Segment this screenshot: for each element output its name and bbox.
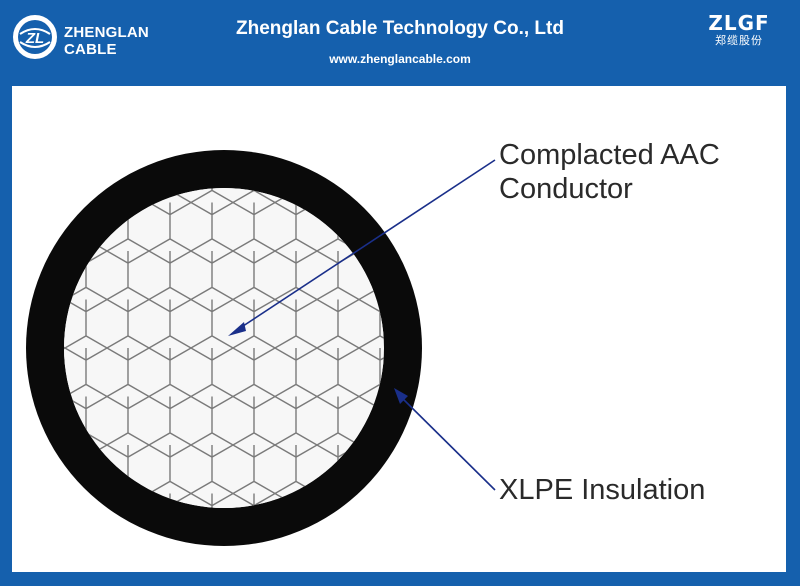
insulation-arrow-head (394, 388, 408, 404)
conductor-label-line1: Complacted AAC (499, 139, 720, 171)
website-url[interactable]: www.zhenglancable.com (329, 52, 471, 66)
brand-logo-text: ZLGF (708, 11, 770, 35)
logo-mark-letters: ZL (25, 30, 44, 47)
conductor-arrow-head (228, 322, 246, 336)
page-title: Zhenglan Cable Technology Co., Ltd (236, 18, 564, 39)
conductor-pointer-line (233, 159, 496, 333)
diagram-panel: Complacted AAC Conductor XLPE Insulation (12, 86, 786, 572)
conductor-label-line2: Conductor (499, 173, 633, 205)
conductor-strands (64, 188, 384, 508)
insulation-pointer-line (399, 395, 496, 491)
insulation-label: XLPE Insulation (499, 474, 706, 506)
logo-text-line1: ZHENGLAN (64, 24, 149, 41)
cable-cross-section-diagram (26, 150, 496, 546)
logo-text-line2: CABLE (64, 41, 117, 58)
brand-logo-cn: 郑缆股份 (715, 35, 763, 47)
brand-logo-right[interactable]: ZLGF 郑缆股份 (702, 12, 776, 62)
globe-logo-icon: ZL (13, 15, 57, 59)
logo-text: ZHENGLAN CABLE (64, 24, 149, 58)
company-logo[interactable]: ZL ZHENGLAN CABLE (12, 14, 162, 66)
conductor-label: Complacted AAC Conductor (499, 138, 720, 206)
page-header: ZL ZHENGLAN CABLE Zhenglan Cable Technol… (0, 0, 800, 86)
